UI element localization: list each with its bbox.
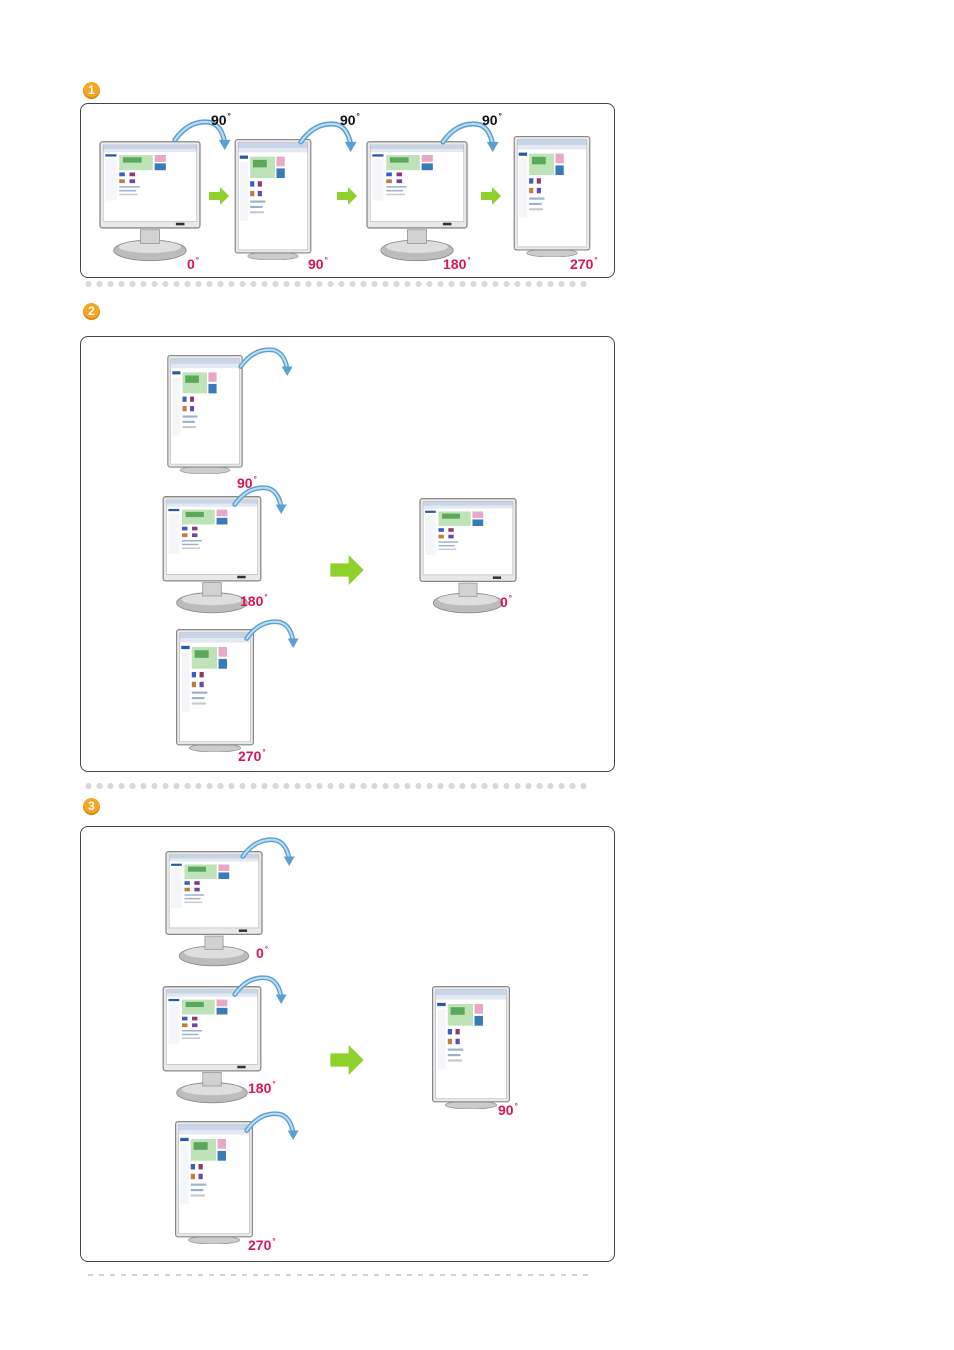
source-label-180: 180° [248,1080,276,1096]
monitor-0deg [90,140,210,265]
monitor-270deg-portrait [503,135,601,257]
step-badge-3: 3 [83,798,100,815]
rotation-label-1: 90° [211,112,231,128]
monitor-label-270: 270° [570,256,598,272]
rotation-arrow-icon [240,830,296,872]
rotation-arrow-icon [232,478,288,520]
rotation-label-3: 90° [482,112,502,128]
flow-arrow-icon [336,187,358,205]
monitor-result-90deg-portrait [421,985,521,1109]
source-label-180: 180° [240,593,268,609]
source-label-270: 270° [238,748,266,764]
rotation-label-2: 90° [340,112,360,128]
flow-arrow-icon [480,187,502,205]
monitor-180deg [357,140,477,265]
dotted-divider [83,782,589,790]
result-label-90: 90° [498,1102,518,1118]
rotation-arrow-icon [232,968,288,1010]
step-badge-2: 2 [83,303,100,320]
monitor-label-90: 90° [308,256,328,272]
flow-arrow-icon [208,187,230,205]
source-label-270: 270° [248,1237,276,1253]
step-badge-1: 1 [83,82,100,99]
flow-arrow-icon [326,555,368,585]
rotation-arrow-icon [244,1104,300,1146]
dotted-divider [83,280,589,288]
rotation-arrow-icon [238,340,294,382]
result-label-0: 0° [500,594,512,610]
monitor-label-0: 0° [187,256,199,272]
dashed-divider [88,1274,594,1276]
rotation-arrow-icon [244,612,300,654]
source-label-0: 0° [256,945,268,961]
flow-arrow-icon [326,1045,368,1075]
monitor-label-180: 180° [443,256,471,272]
